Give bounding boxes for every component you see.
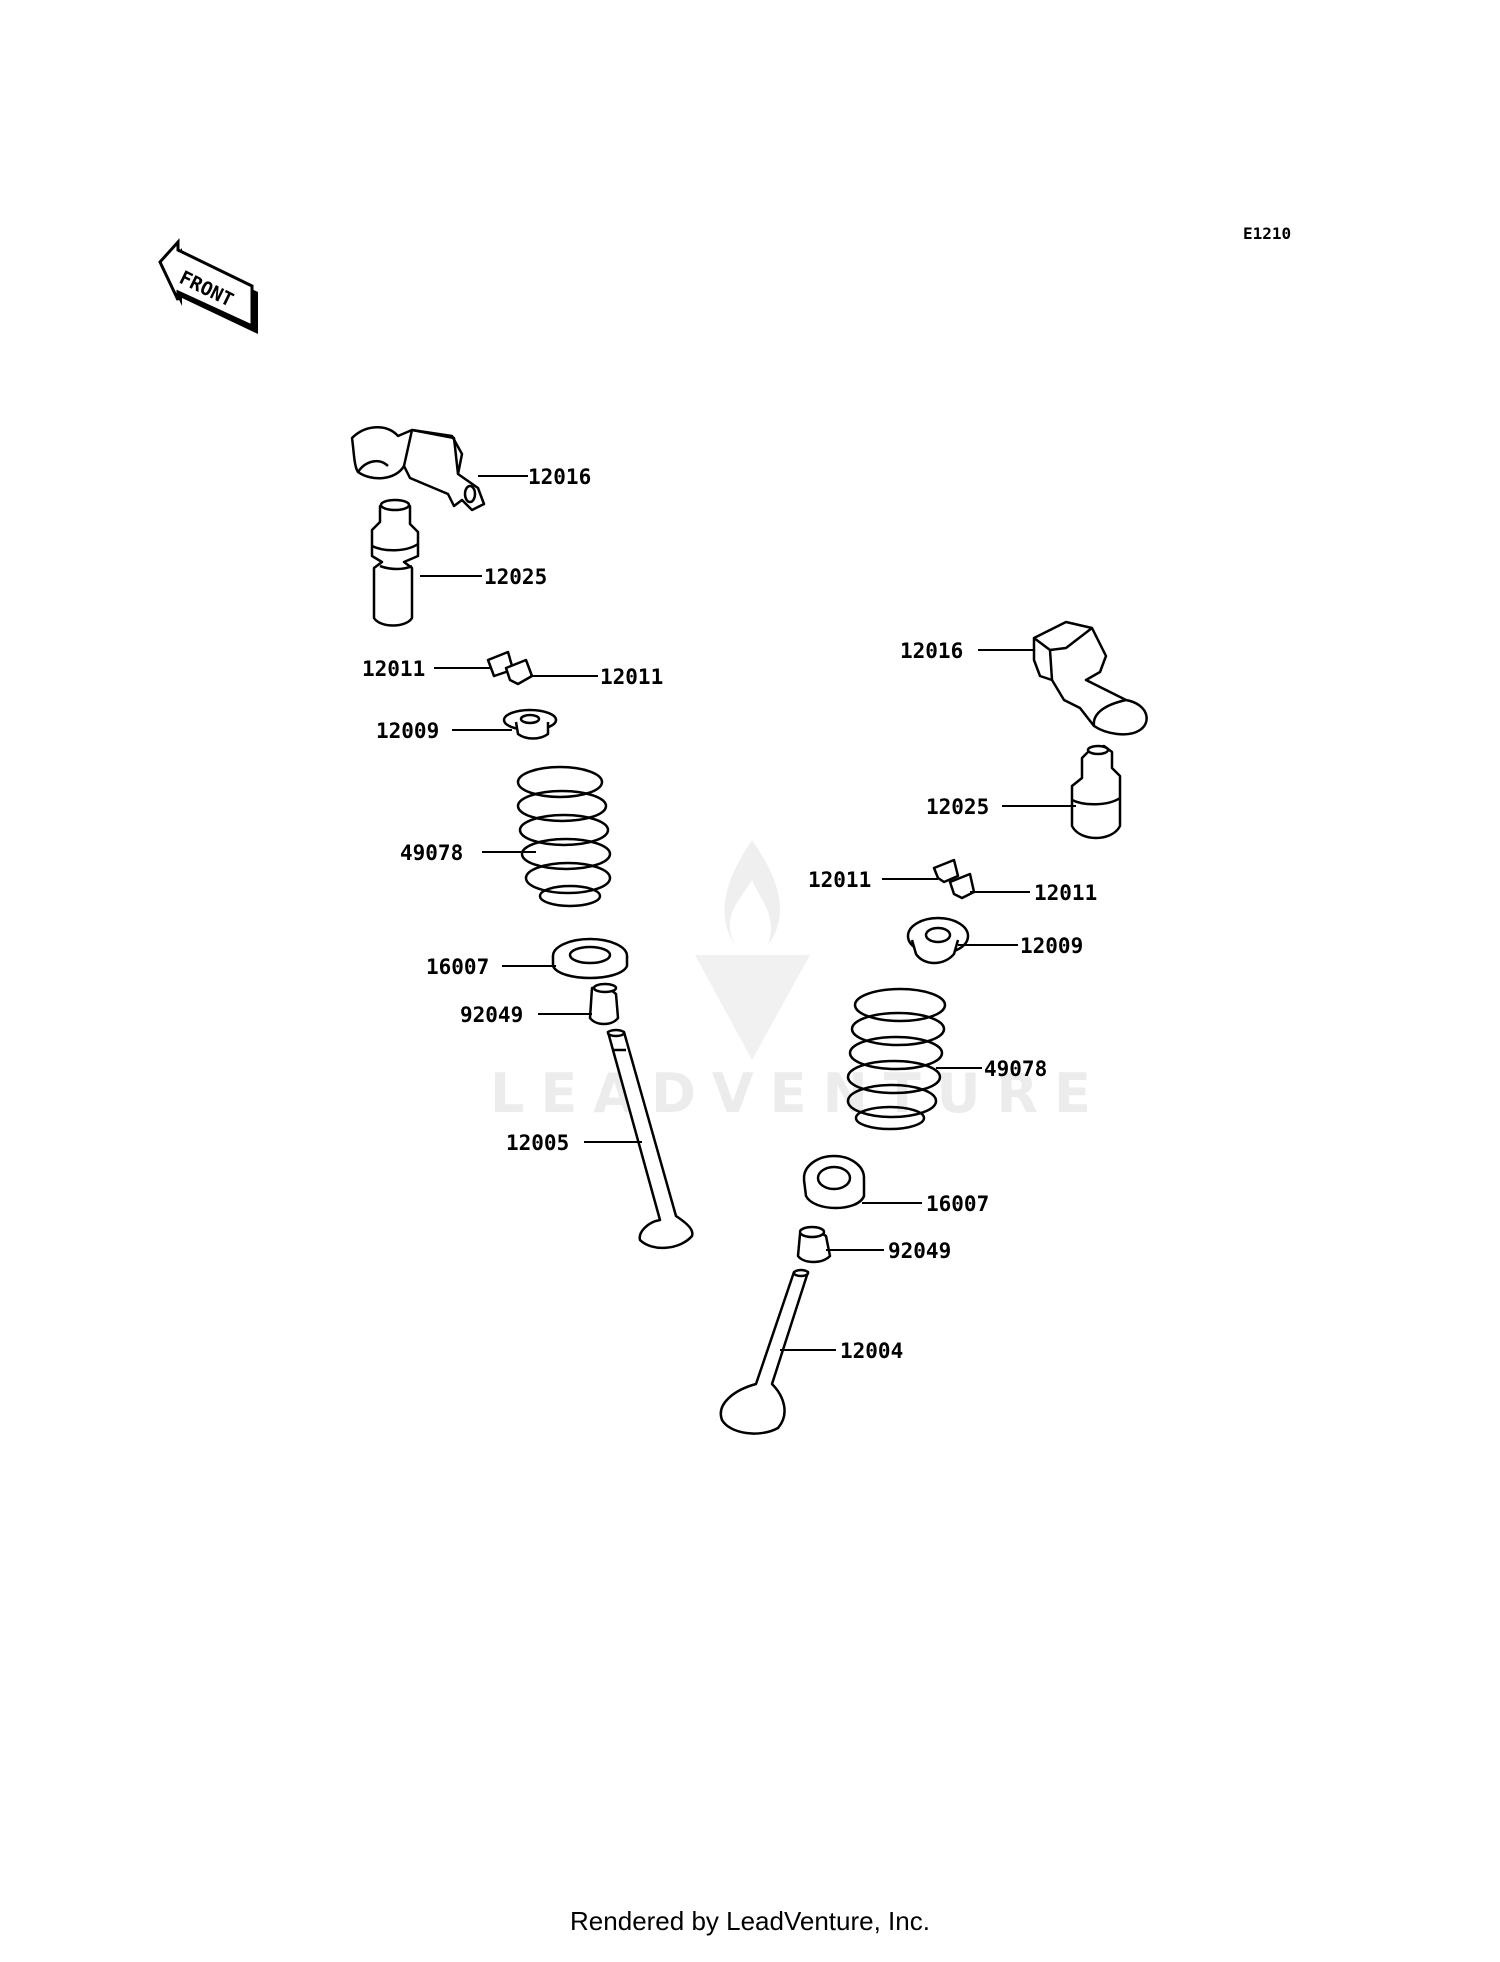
callout-right-retainer: 12009: [1020, 934, 1083, 958]
intake-valve-right: [719, 1268, 810, 1435]
callout-left-keeper-a: 12011: [362, 657, 425, 681]
callout-right-keeper-b: 12011: [1034, 881, 1097, 905]
callout-left-lifter: 12025: [484, 565, 547, 589]
callout-left-retainer: 12009: [376, 719, 439, 743]
valve-spring-left: [516, 765, 612, 908]
valve-spring-right: [846, 987, 947, 1131]
spring-retainer-left: [502, 708, 558, 740]
valve-keepers-left: [486, 650, 534, 686]
watermark-text: LEADVENTURE: [490, 1062, 1107, 1125]
callout-left-rocker: 12016: [528, 465, 591, 489]
valve-keepers-right: [932, 858, 976, 900]
callout-right-seat: 16007: [926, 1192, 989, 1216]
callout-left-keeper-b: 12011: [600, 665, 663, 689]
diagram-code: E1210: [1243, 224, 1291, 243]
callout-right-valve: 12004: [840, 1339, 903, 1363]
callout-right-keeper-a: 12011: [808, 868, 871, 892]
leader-lines: [420, 475, 1076, 1351]
callout-left-spring: 49078: [400, 841, 463, 865]
valve-stem-seal-left: [588, 982, 620, 1026]
leadventure-watermark: LEADVENTURE: [490, 840, 1107, 1125]
front-arrow-icon: FRONT: [158, 238, 258, 334]
valve-lifter-left: [370, 498, 420, 627]
rocker-arm-left: [350, 426, 486, 512]
callout-left-seal: 92049: [460, 1003, 523, 1027]
callout-left-seat: 16007: [426, 955, 489, 979]
callout-right-lifter: 12025: [926, 795, 989, 819]
spring-seat-left: [551, 937, 629, 980]
callout-right-spring: 49078: [984, 1057, 1047, 1081]
exhaust-valve-left: [606, 1028, 694, 1249]
callouts: 12016 12025 12011 12011 12009 49078 1600…: [362, 465, 1097, 1363]
callout-left-valve: 12005: [506, 1131, 569, 1155]
callout-right-seal: 92049: [888, 1239, 951, 1263]
callout-right-rocker: 12016: [900, 639, 963, 663]
spring-retainer-right: [906, 916, 970, 965]
valve-lifter-right: [1070, 744, 1122, 840]
footer-credit: Rendered by LeadVenture, Inc.: [570, 1906, 930, 1936]
spring-seat-right: [802, 1154, 866, 1210]
valve-stem-seal-right: [796, 1225, 832, 1264]
rocker-arm-right: [1032, 620, 1148, 736]
